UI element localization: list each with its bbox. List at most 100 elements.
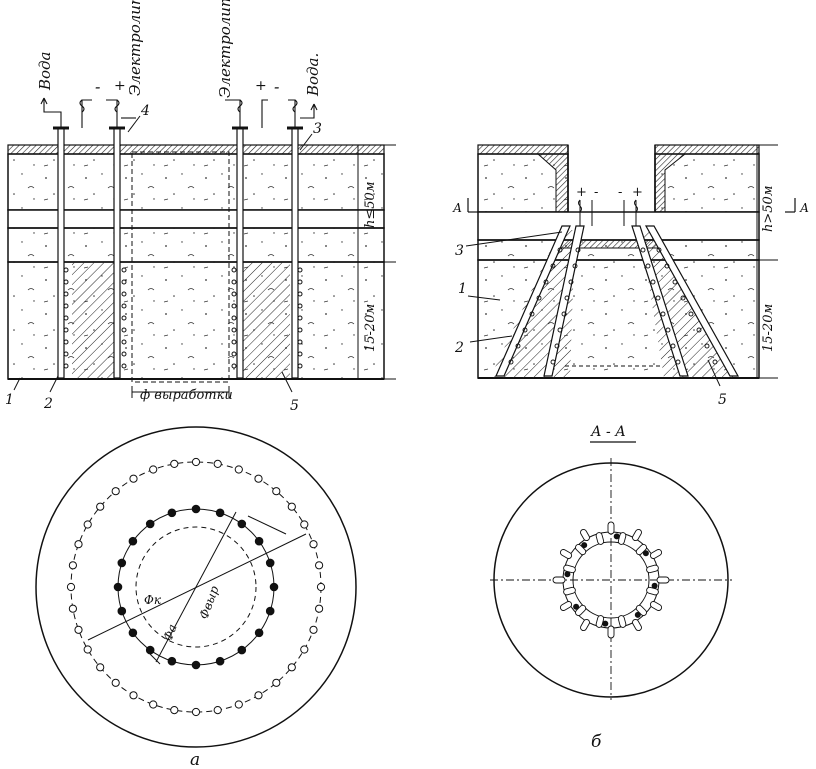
anode-hole — [83, 645, 92, 654]
marker-3-left: 3 — [313, 121, 322, 137]
wire-leads — [40, 97, 318, 128]
sign-minus-b2: - — [618, 185, 622, 200]
cathode-hole — [167, 508, 177, 518]
cathode-hole — [117, 558, 127, 568]
radial-electrode — [607, 625, 615, 639]
cathode-hole — [237, 519, 247, 529]
anode-hole — [68, 604, 78, 613]
anode-hole — [213, 706, 222, 715]
marker-2-left: 2 — [43, 396, 53, 412]
label-diam-k: Φк — [144, 593, 162, 607]
cathode-hole — [265, 606, 275, 616]
anode-hole — [315, 604, 324, 613]
cathode-hole — [254, 628, 264, 638]
anode-hole — [191, 707, 201, 717]
cathode-dot — [613, 533, 620, 540]
anode-hole — [74, 625, 83, 634]
anode-hole — [83, 520, 92, 529]
dim-top-b: h>50м — [761, 185, 776, 232]
marker-3-right: 3 — [455, 243, 464, 259]
label-water-left: Вода — [36, 51, 54, 91]
cathode-hole — [215, 508, 225, 518]
plan-a: Φк Φа Φвыр а — [35, 426, 357, 769]
label-workings-diameter: ф выработки — [140, 388, 233, 403]
dim-bottom-a: 15-20м — [363, 304, 378, 352]
marker-4: 4 — [140, 103, 150, 119]
anode-hole — [149, 700, 158, 709]
anode-hole — [68, 561, 78, 570]
cathode-hole — [191, 660, 201, 670]
anode-hole — [287, 663, 296, 672]
section-a: Вода Электролит Электролит Вода. - + + -… — [5, 0, 396, 414]
middle-layer — [7, 227, 385, 263]
anode-hole — [300, 520, 309, 529]
radial-electrode — [559, 601, 573, 611]
section-title: А - А — [590, 424, 626, 440]
cathode-dot — [642, 550, 649, 557]
plan-a-outer-circle — [35, 426, 357, 748]
marker-1-right: 1 — [458, 281, 467, 297]
marker-5-right: 5 — [718, 392, 727, 408]
sign-minus-2: - — [274, 77, 279, 96]
cathode-hole — [191, 504, 201, 514]
marker-5-left: 5 — [290, 398, 299, 414]
label-electrolyte-left: Электролит — [126, 0, 144, 96]
inclined-perforations — [508, 247, 718, 365]
cathode-hole — [128, 536, 138, 546]
sign-minus-1: - — [95, 77, 100, 96]
plan-a-workings-circle — [135, 526, 257, 648]
marker-2-right: 2 — [454, 340, 464, 356]
cathode-hole — [237, 645, 247, 655]
cathode-hole — [269, 582, 279, 592]
label-diam-vyr: Φвыр — [197, 584, 222, 621]
radial-electrode — [646, 564, 659, 574]
anode-hole — [272, 678, 281, 687]
radial-electrode — [617, 532, 627, 545]
radial-electrode — [595, 532, 605, 545]
radial-electrode — [632, 528, 642, 542]
workings-outline — [131, 151, 230, 383]
radial-electrode — [563, 564, 576, 574]
radial-electrode — [563, 586, 576, 596]
radial-electrode — [632, 618, 642, 632]
anode-hole — [234, 465, 243, 474]
radial-electrode — [595, 615, 605, 628]
cathode-hole — [265, 558, 275, 568]
cathode-hole — [145, 519, 155, 529]
anode-hole — [272, 487, 281, 496]
plan-a-diameter-lines — [87, 511, 307, 665]
anode-hole — [96, 502, 105, 511]
anode-hole — [191, 457, 201, 467]
cathode-dot — [564, 571, 571, 578]
anode-hole — [309, 540, 318, 549]
radial-electrode — [552, 576, 566, 584]
sign-minus-b1: - — [594, 185, 598, 200]
plan-b: А - А б — [490, 424, 732, 752]
anode-hole — [170, 459, 179, 468]
anode-holes — [66, 457, 326, 717]
plan-b-electrodes — [552, 521, 670, 639]
anode-hole — [129, 691, 138, 700]
anode-hole — [300, 645, 309, 654]
anode-hole — [111, 487, 120, 496]
anode-hole — [111, 678, 120, 687]
dim-bottom-b: 15-20м — [761, 304, 776, 352]
anode-hole — [74, 540, 83, 549]
anode-hole — [316, 582, 326, 592]
cathode-hole — [113, 582, 123, 592]
anode-hole — [309, 625, 318, 634]
anode-hole — [287, 502, 296, 511]
radial-electrode — [580, 618, 590, 632]
caption-b: б — [591, 732, 602, 752]
plan-b-centerlines — [490, 458, 732, 700]
cathode-hole — [215, 656, 225, 666]
label-diam-a: Φа — [161, 622, 180, 643]
anode-hole — [315, 561, 324, 570]
electrode-pipes — [57, 127, 299, 379]
treated-zone-left — [72, 262, 114, 379]
cathode-hole — [167, 656, 177, 666]
cathode-dot — [581, 542, 588, 549]
cathode-dot — [602, 620, 609, 627]
section-cut-marks — [467, 198, 796, 213]
